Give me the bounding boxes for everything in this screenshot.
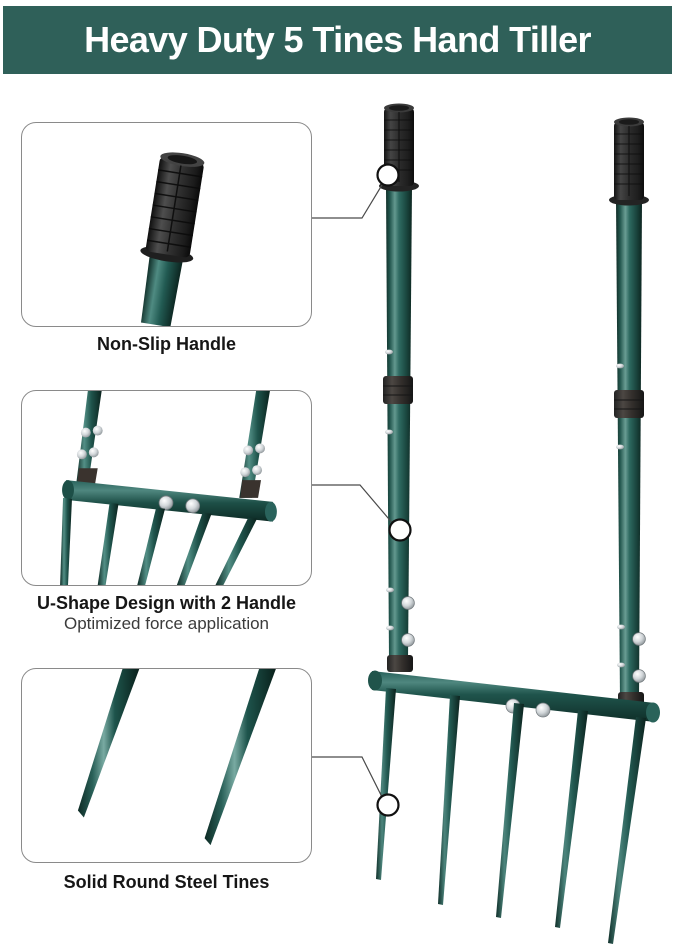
feature-card-u-shape-design [21, 390, 312, 586]
feature-image-solid-round-steel-tines [77, 669, 276, 846]
tine-tip [77, 669, 140, 818]
feature-caption-solid-round-steel-tines: Solid Round Steel Tines [21, 872, 312, 892]
feature-caption-u-shape-design: U-Shape Design with 2 Handle Optimized f… [11, 593, 322, 634]
feature-caption-non-slip-handle: Non-Slip Handle [21, 334, 312, 354]
feature-image-u-shape-design [60, 391, 277, 585]
tine-group [376, 688, 646, 944]
header-banner: Heavy Duty 5 Tines Hand Tiller [3, 6, 672, 74]
feature-card-non-slip-handle [21, 122, 312, 327]
tine [496, 703, 524, 918]
right-handle-assembly [609, 117, 649, 709]
feature-title: Non-Slip Handle [97, 334, 236, 354]
crossbar [368, 670, 660, 723]
feature-card-solid-round-steel-tines [21, 668, 312, 863]
tine [555, 710, 588, 928]
feature-subtitle: Optimized force application [63, 614, 270, 634]
left-handle-assembly [379, 103, 419, 672]
feature-title: U-Shape Design with 2 Handle [36, 593, 297, 613]
page-title: Heavy Duty 5 Tines Hand Tiller [84, 19, 591, 60]
tine [376, 688, 396, 880]
feature-image-non-slip-handle [140, 152, 205, 326]
tine [608, 717, 646, 944]
tine [438, 695, 460, 905]
tine-tip [204, 669, 276, 846]
feature-title: Solid Round Steel Tines [63, 872, 270, 892]
